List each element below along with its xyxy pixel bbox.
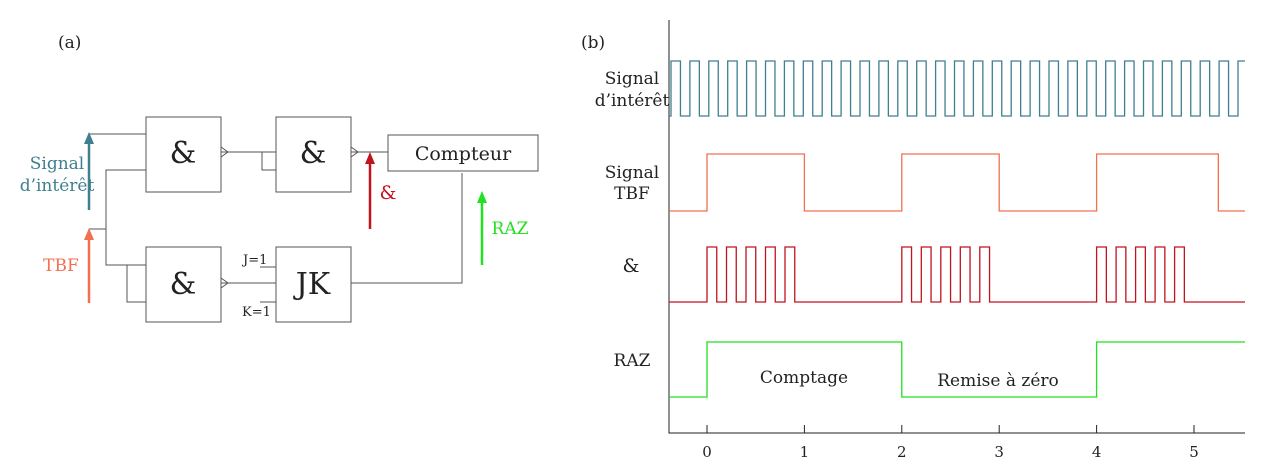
tbf-input-label: TBF [43, 256, 79, 276]
x-axis-ticks: 0 1 2 3 4 5 [702, 425, 1199, 461]
raz-input-label: RAZ [492, 219, 529, 239]
jk-j-input-label: J=1 [241, 253, 267, 268]
row-label-tbf-2: TBF [614, 184, 650, 204]
x-tick-label: 2 [897, 443, 907, 461]
jk-flipflop-label: JK [293, 267, 331, 302]
row-label-raz: RAZ [614, 351, 651, 371]
tbf-waveform [669, 153, 1245, 212]
and-output-label: & [380, 182, 397, 204]
panel-b-timing: (b) Signal d’intérêt Signal TBF & RAZ Co… [581, 20, 1245, 461]
row-label-signal-1: Signal [605, 69, 660, 89]
raz-arrow-icon [477, 191, 487, 203]
panel-b-label: (b) [581, 33, 605, 53]
and-gate-1-label: & [170, 136, 197, 171]
signal-input-label-1: Signal [30, 154, 85, 174]
panel-a-label: (a) [58, 33, 81, 53]
row-label-signal-2: d’intérêt [595, 91, 670, 111]
circuit-wires [89, 133, 463, 303]
reset-annotation: Remise à zéro [937, 371, 1059, 391]
tbf-arrow-icon [84, 228, 94, 240]
counting-annotation: Comptage [760, 368, 848, 388]
row-label-tbf-1: Signal [605, 163, 660, 183]
x-tick-label: 5 [1189, 443, 1199, 461]
x-tick-label: 1 [800, 443, 810, 461]
counter-label: Compteur [415, 143, 512, 165]
chart-axes [668, 20, 1245, 434]
signal-input-label-2: d’intérêt [20, 176, 95, 196]
and-gate-2 [275, 116, 352, 193]
x-tick-label: 3 [994, 443, 1004, 461]
panel-a-circuit: (a) & & & JK J=1 K=1 [20, 33, 539, 323]
x-tick-label: 4 [1092, 443, 1102, 461]
and-gate-2-label: & [300, 136, 327, 171]
and-output-arrow-icon [365, 152, 375, 164]
and-gate-3 [145, 246, 222, 323]
and-waveform [669, 246, 1245, 303]
jk-flipflop [275, 246, 352, 323]
x-tick-label: 0 [702, 443, 712, 461]
raz-waveform [669, 341, 1245, 398]
and-gate-1 [145, 116, 222, 193]
counter-box [387, 134, 539, 172]
row-label-and: & [623, 255, 640, 277]
and-gate-3-label: & [170, 267, 197, 302]
signal-waveform [669, 60, 1245, 117]
signal-arrow-icon [84, 132, 94, 144]
jk-k-input-label: K=1 [242, 305, 271, 320]
